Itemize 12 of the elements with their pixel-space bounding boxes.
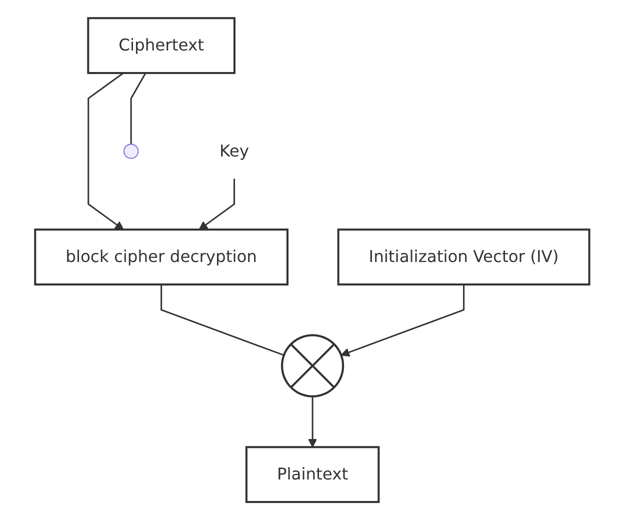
arrow <box>198 179 235 230</box>
node-box <box>86 18 236 74</box>
arrow <box>308 396 317 448</box>
connector <box>160 284 284 356</box>
node-box <box>34 228 288 286</box>
arrow <box>340 284 464 358</box>
arrow <box>87 72 124 230</box>
node-text: Key <box>219 142 249 161</box>
node-box <box>245 446 380 504</box>
diagram: Ciphertext Key block cipher decryption Initialization Vector (IV) Plaintext <box>26 10 598 511</box>
node-box <box>337 228 590 286</box>
connector <box>130 73 146 145</box>
